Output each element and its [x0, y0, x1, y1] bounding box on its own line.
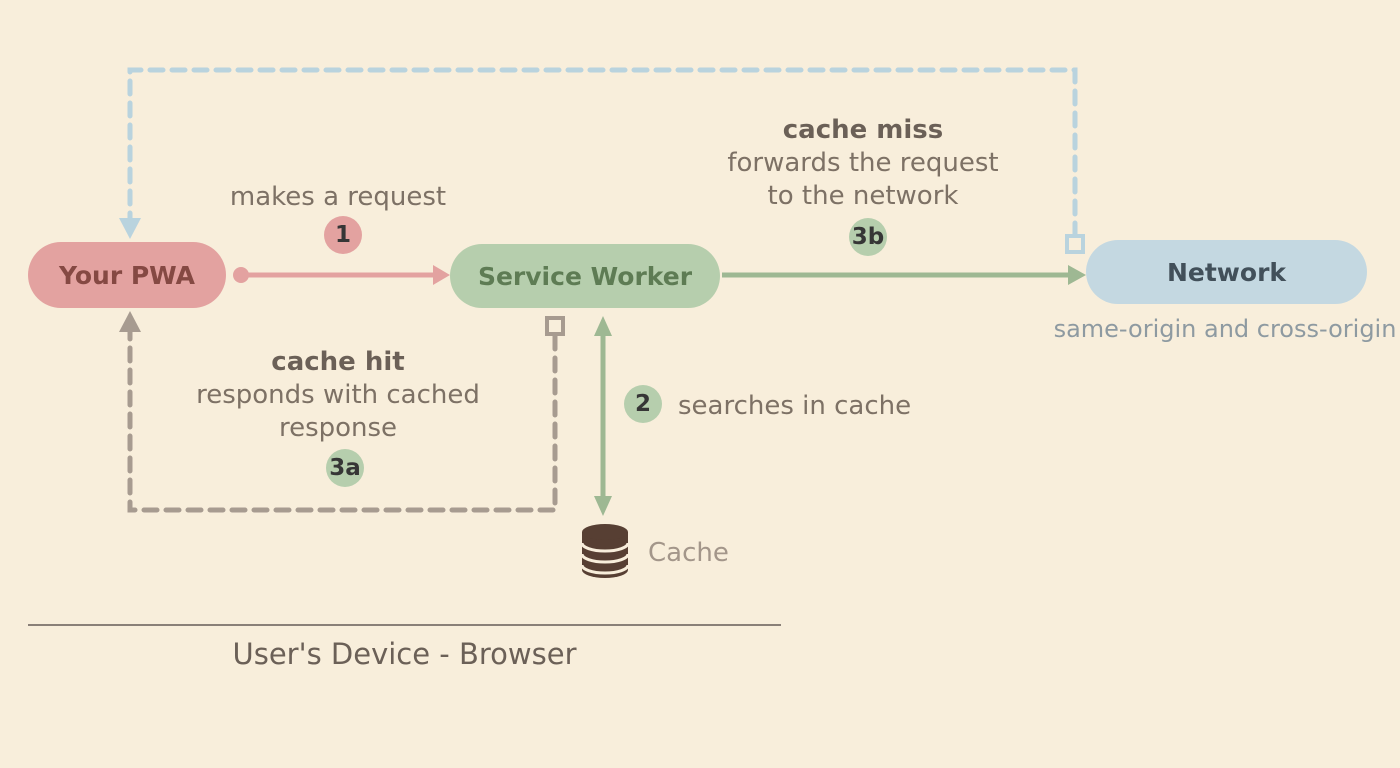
search-cache-arrowhead-down: [594, 496, 612, 516]
node-service-worker: Service Worker: [450, 244, 720, 308]
cache-miss-block: cache miss forwards the request to the n…: [713, 114, 1013, 213]
node-service-worker-label: Service Worker: [477, 261, 693, 291]
cache-miss-line-2: to the network: [767, 181, 959, 211]
cache-hit-block: cache hit responds with cached response: [163, 346, 513, 445]
cache-label: Cache: [648, 538, 729, 568]
step-badge-3a: 3a: [326, 449, 364, 487]
request-arrowhead: [433, 265, 450, 285]
node-network-label: Network: [1166, 257, 1287, 287]
cache-hit-line-2: response: [278, 413, 398, 443]
cache-hit-title: cache hit: [271, 347, 405, 377]
cache-miss-line-1: forwards the request: [727, 148, 999, 178]
network-response-origin-square: [1065, 234, 1085, 254]
device-boundary-line: [28, 624, 781, 626]
request-label: makes a request: [229, 182, 447, 212]
node-network: Network: [1086, 240, 1367, 304]
node-your-pwa-label: Your PWA: [59, 260, 195, 290]
step-badge-2: 2: [624, 385, 662, 423]
search-cache-arrowhead-up: [594, 316, 612, 336]
search-cache-label: searches in cache: [678, 391, 912, 421]
cache-hit-line-1: responds with cached: [196, 380, 480, 410]
cache-hit-arrowhead: [119, 311, 141, 332]
device-boundary-label: User's Device - Browser: [232, 637, 577, 671]
step-badge-1: 1: [324, 216, 362, 254]
network-response-dashed-line: [127, 67, 1078, 239]
cache-hit-dashed-line: [127, 329, 558, 513]
step-badge-3b: 3b: [849, 218, 887, 256]
cache-database-icon: [580, 524, 630, 578]
network-sublabel: same-origin and cross-origin: [1053, 315, 1397, 343]
cache-miss-arrowhead: [1068, 265, 1086, 285]
cache-miss-title: cache miss: [782, 115, 944, 145]
network-response-arrowhead: [119, 218, 141, 239]
cache-hit-origin-square: [545, 316, 565, 336]
node-your-pwa: Your PWA: [28, 242, 226, 308]
